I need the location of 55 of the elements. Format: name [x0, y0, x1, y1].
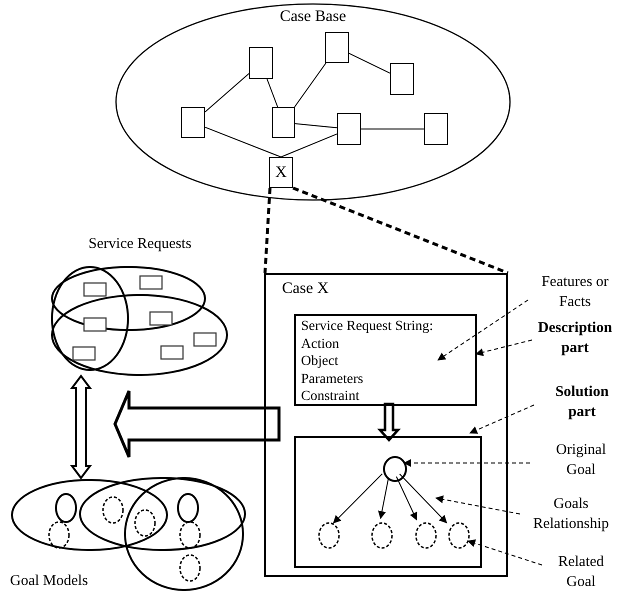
field-name: Object [301, 353, 340, 370]
arrow [396, 476, 418, 520]
leader-line [435, 495, 520, 514]
panel-title: Case X [282, 279, 329, 299]
case-box [424, 113, 448, 145]
arrow [399, 474, 448, 524]
hollow-arrow [113, 390, 280, 458]
connector-line [280, 133, 338, 158]
field-name: Constraint [301, 388, 360, 406]
field-name: Parameters [301, 370, 364, 388]
callout-label: Solution part [554, 383, 610, 422]
connector-line [266, 78, 278, 108]
related-goal-circle [415, 522, 437, 549]
case-box [325, 32, 349, 63]
related-goal-circle [448, 522, 470, 549]
callout-label: Features or Facts [540, 273, 610, 312]
callout-label: Related Goal [557, 553, 605, 592]
case-box [337, 113, 361, 145]
zoom-line [292, 186, 509, 274]
description-box [294, 314, 477, 406]
connector-line [360, 128, 424, 130]
callout-label: Original Goal [555, 441, 607, 480]
case-base-ellipse [115, 3, 511, 201]
connector-line [204, 126, 282, 158]
hollow-arrow [377, 402, 401, 442]
case-box [249, 47, 273, 79]
goal-circle [383, 456, 407, 482]
leader-line [403, 459, 530, 467]
hollow-arrow [70, 374, 92, 480]
zoom-line [264, 188, 272, 274]
leader-line [437, 300, 528, 360]
callout-label: Description part [536, 319, 614, 358]
related-goal-circle [318, 522, 340, 549]
leader-line [475, 340, 532, 356]
callout-label: Goals Relationship [532, 495, 610, 534]
solution-box [294, 436, 482, 568]
arrow [378, 477, 390, 520]
leader-line [469, 404, 534, 434]
arrow [332, 473, 383, 524]
leader-line [467, 539, 542, 566]
connector-line [348, 52, 390, 74]
ellipse-title: Case Base [280, 7, 346, 27]
connector-line [204, 73, 250, 112]
box-heading: Service Request String: [301, 318, 434, 336]
case-box [181, 107, 205, 138]
connector-line [294, 123, 338, 128]
case-box: X [269, 157, 293, 188]
related-goal-circle [371, 522, 393, 549]
group-heading: Goal Models [10, 572, 88, 591]
case-box [390, 63, 414, 95]
field-name: Action [301, 336, 340, 353]
case-box [272, 107, 295, 138]
case-panel [264, 273, 508, 577]
connector-line [294, 62, 326, 108]
group-heading: Service Requests [88, 235, 192, 254]
